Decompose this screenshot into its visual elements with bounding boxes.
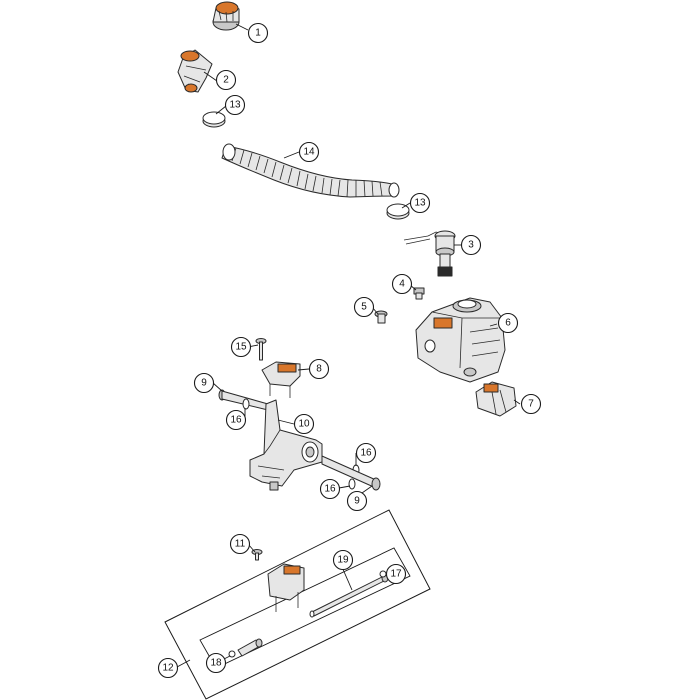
callout-16-upper: 16 — [225, 409, 247, 431]
svg-text:4: 4 — [399, 279, 405, 290]
callout-2: 2 — [215, 69, 237, 91]
part-1-cap — [212, 1, 240, 31]
callout-12: 12 — [157, 657, 179, 679]
svg-text:13: 13 — [414, 198, 426, 209]
svg-text:16: 16 — [360, 448, 372, 459]
callout-13-lower: 13 — [409, 192, 431, 214]
part-4-fitting — [413, 287, 425, 300]
svg-text:19: 19 — [337, 555, 349, 566]
svg-text:14: 14 — [303, 147, 315, 158]
part-10-mounting-bracket — [249, 399, 323, 491]
callout-10: 10 — [293, 413, 315, 435]
callout-9-lower: 9 — [346, 490, 368, 512]
svg-text:8: 8 — [316, 364, 322, 375]
svg-text:16: 16 — [324, 484, 336, 495]
kit-sleeve — [237, 638, 263, 657]
svg-text:7: 7 — [528, 399, 534, 410]
part-5-bolt — [374, 310, 388, 324]
svg-text:10: 10 — [298, 419, 310, 430]
callout-6: 6 — [497, 312, 519, 334]
callout-8: 8 — [308, 358, 330, 380]
callout-16-lower: 16 — [319, 478, 341, 500]
callout-19: 19 — [332, 549, 354, 571]
part-15-screw — [255, 338, 267, 361]
svg-text:3: 3 — [468, 240, 474, 251]
callout-1: 1 — [247, 22, 269, 44]
part-13-lower-clamp — [386, 203, 410, 220]
part-3-level-sender — [403, 230, 456, 277]
kit-group-outline — [164, 509, 431, 700]
callout-4: 4 — [391, 273, 413, 295]
svg-text:2: 2 — [223, 75, 229, 86]
callout-18: 18 — [205, 652, 227, 674]
part-16-lower-washer — [348, 478, 356, 490]
svg-text:5: 5 — [361, 302, 367, 313]
part-9-lower-bolt — [321, 455, 381, 491]
svg-text:16: 16 — [230, 415, 242, 426]
part-19-rod — [309, 573, 389, 618]
callout-3: 3 — [460, 234, 482, 256]
part-2-inlet-fitting — [177, 49, 213, 93]
part-6-reservoir-housing — [415, 297, 506, 383]
part-11-screw — [251, 549, 263, 561]
part-17-end-cap — [379, 570, 387, 578]
callout-13-upper: 13 — [224, 94, 246, 116]
part-18-cap — [228, 650, 236, 658]
part-7-connector-block — [475, 381, 517, 417]
callout-14: 14 — [298, 141, 320, 163]
svg-text:13: 13 — [229, 100, 241, 111]
svg-text:18: 18 — [210, 658, 222, 669]
svg-text:9: 9 — [354, 496, 360, 507]
svg-text:17: 17 — [390, 569, 402, 580]
part-13-upper-clamp — [202, 111, 226, 128]
callout-5: 5 — [353, 296, 375, 318]
callout-15: 15 — [230, 336, 252, 358]
kit-clamp-block — [267, 563, 305, 612]
part-8-bracket — [261, 361, 301, 398]
svg-text:11: 11 — [235, 539, 246, 550]
svg-text:1: 1 — [255, 28, 261, 39]
part-16-upper-washer — [242, 398, 250, 410]
part-14-corrugated-hose — [221, 143, 400, 198]
svg-text:6: 6 — [505, 318, 511, 329]
callout-16-right: 16 — [355, 442, 377, 464]
callout-7: 7 — [520, 393, 542, 415]
svg-text:15: 15 — [235, 342, 247, 353]
callout-17: 17 — [385, 563, 407, 585]
callout-11: 11 — [229, 533, 251, 555]
svg-text:12: 12 — [162, 663, 174, 674]
svg-text:9: 9 — [201, 378, 207, 389]
callout-9-upper: 9 — [193, 372, 215, 394]
